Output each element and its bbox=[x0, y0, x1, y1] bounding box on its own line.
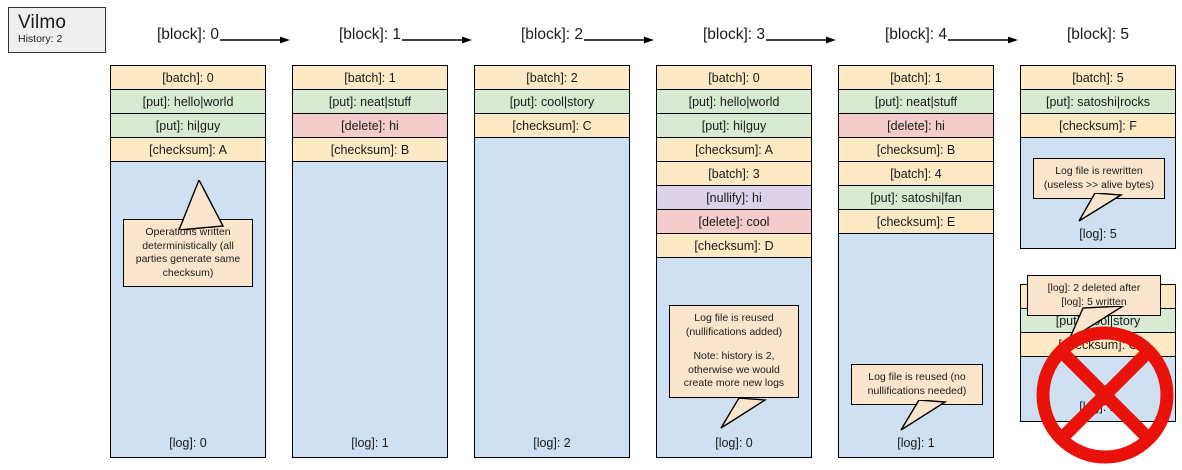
log-file-box[interactable]: [batch]: 2 [put]: cool|story [checksum]:… bbox=[474, 65, 630, 458]
block-arrow-2-to-3 bbox=[584, 35, 654, 45]
callout-line: parties generate same bbox=[135, 253, 241, 265]
log-entry-row: [batch]: 0 bbox=[657, 66, 811, 90]
log-file-box[interactable]: [batch]: 1 [put]: neat|stuff [delete]: h… bbox=[292, 65, 448, 458]
callout-line: (useless >> alive bytes) bbox=[1043, 178, 1155, 191]
log-file-body: Log file is reused (nullifications added… bbox=[657, 258, 811, 457]
log-file-box[interactable]: [batch]: 0 [put]: hello|world [put]: hi|… bbox=[110, 65, 266, 458]
log-entry-row: [checksum]: A bbox=[111, 138, 265, 162]
log-entry-row: [checksum]: F bbox=[1021, 114, 1175, 138]
block-header-3: [block]: 3 bbox=[702, 26, 766, 43]
log-file-body: [log]: 1 bbox=[293, 162, 447, 457]
log-entry-row: [checksum]: A bbox=[657, 138, 811, 162]
log-file-box[interactable]: [batch]: 1 [put]: neat|stuff [delete]: h… bbox=[838, 65, 994, 458]
callout-tail bbox=[717, 397, 773, 435]
log-entry-row: [checksum]: B bbox=[839, 138, 993, 162]
log-entry-row: [nullify]: hi bbox=[657, 186, 811, 210]
log-file-id: [log]: 2 bbox=[1079, 400, 1117, 414]
log-file-id: [log]: 2 bbox=[533, 436, 571, 450]
log-file-box[interactable]: [batch]: 5 [put]: satoshi|rocks [checksu… bbox=[1020, 65, 1176, 249]
callout-tail bbox=[1075, 192, 1131, 228]
callout-line: create more new logs bbox=[683, 377, 785, 389]
log-file-id: [log]: 0 bbox=[715, 436, 753, 450]
block-header-1: [block]: 1 bbox=[338, 26, 402, 43]
block-arrow-1-to-2 bbox=[402, 35, 472, 45]
block-header-5: [block]: 5 bbox=[1066, 26, 1130, 43]
block-header-row: [block]: 0 [block]: 1 [block]: 2 [block]… bbox=[110, 22, 1174, 52]
log-entry-row: [batch]: 0 bbox=[111, 66, 265, 90]
callout-line: (nullifications added) bbox=[685, 325, 783, 338]
log-entry-row: [batch]: 1 bbox=[293, 66, 447, 90]
block-arrow-3-to-4 bbox=[766, 35, 836, 45]
callout-log-deleted: [log]: 2 deleted after [log]: 5 written bbox=[1027, 275, 1161, 316]
callout-line: Note: history is 2, bbox=[693, 350, 775, 362]
log-entry-row: [put]: satoshi|rocks bbox=[1021, 90, 1175, 114]
callout-line: nullifications needed) bbox=[867, 384, 967, 397]
callout-log-reused-no-nullifications: Log file is reused (no nullifications ne… bbox=[851, 364, 983, 405]
block-column-5: [batch]: 5 [put]: satoshi|rocks [checksu… bbox=[1020, 65, 1176, 434]
log-entry-row: [put]: cool|story bbox=[475, 90, 629, 114]
callout-deterministic-ops: Operations written deterministically (al… bbox=[123, 219, 253, 287]
block-arrow-4-to-5 bbox=[948, 35, 1018, 45]
log-entry-row: [put]: hi|guy bbox=[657, 114, 811, 138]
log-entry-row: [put]: neat|stuff bbox=[839, 90, 993, 114]
block-column-1: [batch]: 1 [put]: neat|stuff [delete]: h… bbox=[292, 65, 448, 470]
log-file-body: Log file is reused (no nullifications ne… bbox=[839, 234, 993, 457]
callout-line: checksum) bbox=[162, 266, 214, 279]
log-file-body: Operations written deterministically (al… bbox=[111, 162, 265, 457]
log-entry-row: [put]: hi|guy bbox=[111, 114, 265, 138]
block-column-4: [batch]: 1 [put]: neat|stuff [delete]: h… bbox=[838, 65, 994, 470]
callout-line: [log]: 5 written bbox=[1061, 295, 1127, 308]
log-entry-row: [checksum]: C bbox=[475, 114, 629, 138]
callout-tail bbox=[171, 178, 227, 235]
log-entry-row: [delete]: hi bbox=[293, 114, 447, 138]
block-column-2: [batch]: 2 [put]: cool|story [checksum]:… bbox=[474, 65, 630, 470]
log-entry-row: [checksum]: B bbox=[293, 138, 447, 162]
log-file-id: [log]: 1 bbox=[351, 436, 389, 450]
log-file-id: [log]: 0 bbox=[169, 436, 207, 450]
log-entry-row: [put]: hello|world bbox=[657, 90, 811, 114]
callout-log-rewritten: Log file is rewritten (useless >> alive … bbox=[1033, 158, 1165, 199]
log-file-id: [log]: 5 bbox=[1079, 227, 1117, 241]
callout-line: Operations written bbox=[145, 226, 231, 238]
log-entry-row: [batch]: 1 bbox=[839, 66, 993, 90]
log-file-box[interactable]: [batch]: 0 [put]: hello|world [put]: hi|… bbox=[656, 65, 812, 458]
log-entry-row: [delete]: cool bbox=[657, 210, 811, 234]
app-title-card: Vilmo History: 2 bbox=[8, 7, 106, 53]
log-entry-row: [batch]: 4 bbox=[839, 162, 993, 186]
log-entry-row: [batch]: 5 bbox=[1021, 66, 1175, 90]
block-header-0: [block]: 0 bbox=[156, 26, 220, 43]
history-setting-label: History: 2 bbox=[18, 33, 63, 45]
log-entry-row: [put]: satoshi|fan bbox=[839, 186, 993, 210]
log-entry-row: [batch]: 3 bbox=[657, 162, 811, 186]
log-file-id: [log]: 1 bbox=[897, 436, 935, 450]
block-header-2: [block]: 2 bbox=[520, 26, 584, 43]
log-entry-row: [delete]: hi bbox=[839, 114, 993, 138]
log-entry-row: [put]: hello|world bbox=[111, 90, 265, 114]
callout-line: Log file is reused (no bbox=[868, 371, 966, 383]
log-entry-row: [checksum]: E bbox=[839, 210, 993, 234]
callout-line: otherwise we would bbox=[688, 363, 780, 376]
block-column-3: [batch]: 0 [put]: hello|world [put]: hi|… bbox=[656, 65, 812, 470]
log-file-body: Log file is rewritten (useless >> alive … bbox=[1021, 138, 1175, 248]
callout-line: deterministically (all bbox=[142, 239, 234, 252]
block-header-4: [block]: 4 bbox=[884, 26, 948, 43]
block-column-0: [batch]: 0 [put]: hello|world [put]: hi|… bbox=[110, 65, 266, 470]
log-entry-row: [put]: neat|stuff bbox=[293, 90, 447, 114]
block-arrow-0-to-1 bbox=[220, 35, 290, 45]
callout-tail bbox=[897, 399, 953, 437]
log-entry-row: [checksum]: D bbox=[657, 234, 811, 258]
app-name: Vilmo bbox=[18, 12, 67, 33]
callout-log-reused-nullifications: Log file is reused (nullifications added… bbox=[669, 305, 799, 398]
callout-line: Log file is rewritten bbox=[1055, 165, 1143, 177]
callout-spacer bbox=[675, 339, 793, 350]
log-file-body: [log]: 2 bbox=[1021, 357, 1175, 421]
callout-tail bbox=[1057, 305, 1127, 347]
log-entry-row: [batch]: 2 bbox=[475, 66, 629, 90]
callout-line: Log file is reused bbox=[694, 312, 774, 324]
log-file-body: [log]: 2 bbox=[475, 138, 629, 457]
callout-line: [log]: 2 deleted after bbox=[1047, 282, 1141, 294]
